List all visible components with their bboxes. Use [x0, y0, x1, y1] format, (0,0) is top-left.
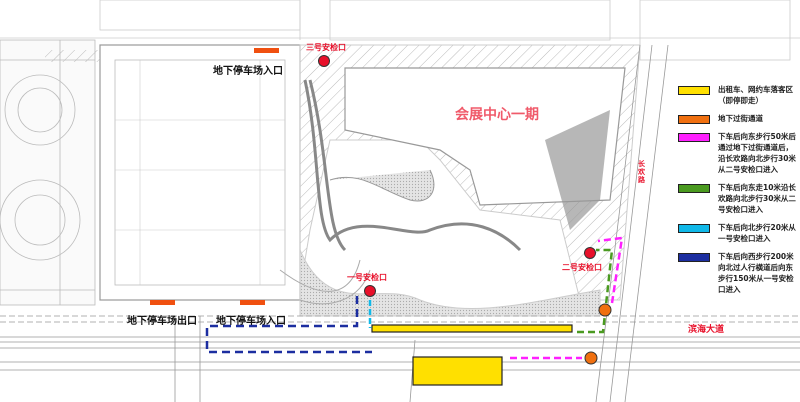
parking-entry-top-marker [254, 48, 279, 53]
legend-text: 下车后向西步行200米向北过人行横道后向东步行150米从一号安检口进入 [718, 252, 794, 294]
parking-exit-marker [150, 300, 175, 305]
parking-entry-bottom-label: 地下停车场入口 [216, 316, 286, 327]
checkpoint-3-label: 三号安检口 [306, 43, 346, 52]
legend-swatch [678, 224, 710, 233]
taxi-dropoff-north [371, 324, 573, 333]
legend-item-underpass: 地下过街通道 [678, 113, 800, 124]
legend-item-taxi: 出租车、网约车落客区（即停即走） [678, 84, 800, 106]
checkpoint-3-icon[interactable] [318, 55, 330, 67]
checkpoint-1-label: 一号安检口 [347, 273, 387, 282]
north-buildings [0, 0, 800, 61]
road-label-south: 滨海大道 [688, 325, 725, 335]
route-magenta-north [597, 236, 624, 304]
legend-item-navy: 下车后向西步行200米向北过人行横道后向东步行150米从一号安检口进入 [678, 251, 800, 295]
curved-walkway [303, 79, 522, 252]
legend-text: 下车后向北步行20米从一号安检口进入 [718, 223, 796, 243]
legend-swatch [678, 115, 710, 124]
legend-text: 下车后向东走10米沿长欢路向北步行30米从二号安检口进入 [718, 183, 796, 214]
parking-entry-top-label: 地下停车场入口 [213, 66, 283, 77]
legend-text: 出租车、网约车落客区（即停即走） [718, 85, 793, 105]
venue-title: 会展中心一期 [455, 107, 539, 123]
legend-swatch [678, 184, 710, 193]
legend: 出租车、网约车落客区（即停即走） 地下过街通道 下车后向东步行50米后通过地下过… [678, 84, 800, 302]
legend-item-green: 下车后向东走10米沿长欢路向北步行30米从二号安检口进入 [678, 182, 800, 215]
legend-swatch [678, 86, 710, 95]
route-green [577, 248, 614, 334]
parking-exit-label: 地下停车场出口 [127, 316, 197, 327]
parking-entry-bottom-marker [240, 300, 265, 305]
checkpoint-2-label: 二号安检口 [562, 263, 602, 272]
legend-text: 地下过街通道 [718, 114, 763, 123]
legend-text: 下车后向东步行50米后通过地下过街通道后，沿长欢路向北步行30米从二号安检口进入 [718, 132, 796, 174]
taxi-dropoff-south [412, 356, 503, 386]
underpass-south-icon [584, 351, 598, 365]
legend-item-magenta: 下车后向东步行50米后通过地下过街通道后，沿长欢路向北步行30米从二号安检口进入 [678, 131, 800, 175]
underpass-north-icon [598, 303, 612, 317]
legend-swatch [678, 133, 710, 142]
legend-item-cyan: 下车后向北步行20米从一号安检口进入 [678, 222, 800, 244]
road-label-east: 长欢路 [638, 160, 645, 184]
checkpoint-1-icon[interactable] [364, 285, 376, 297]
legend-swatch [678, 253, 710, 262]
roads [0, 44, 800, 402]
checkpoint-2-icon[interactable] [584, 247, 596, 259]
left-complex [0, 39, 96, 306]
route-navy [205, 296, 372, 354]
west-hall [99, 44, 301, 301]
